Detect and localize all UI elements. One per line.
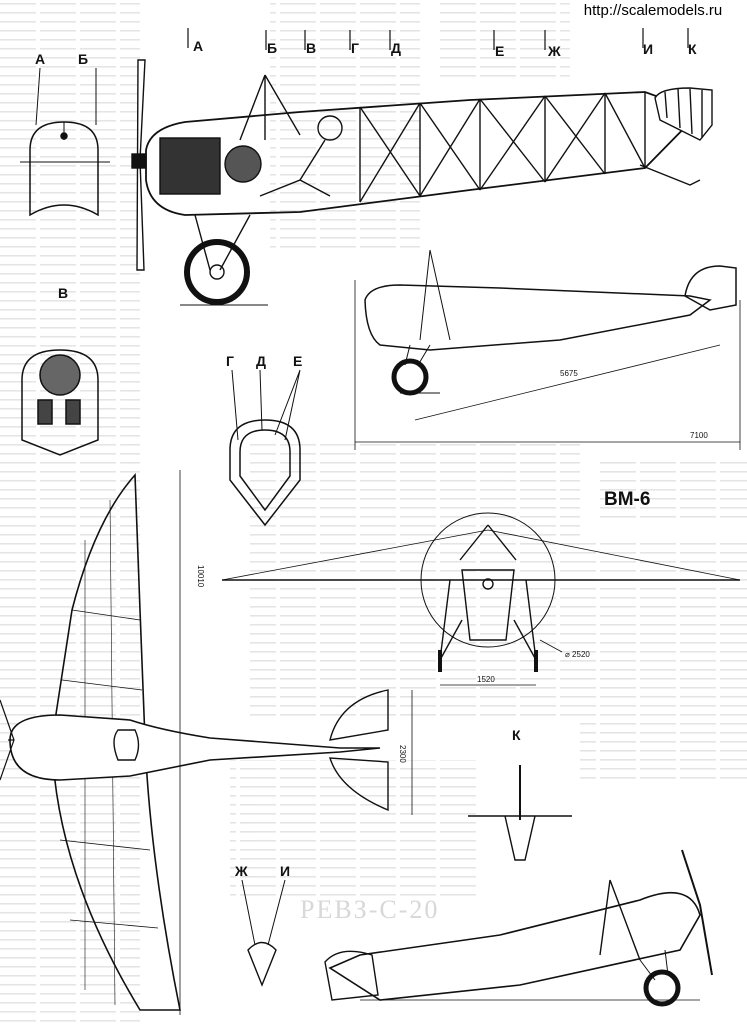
label-b-small: Б bbox=[78, 51, 88, 67]
label-section-k: К bbox=[688, 41, 697, 57]
dim-overall-length: 7100 bbox=[690, 431, 708, 440]
side-view-cutaway bbox=[131, 59, 713, 306]
label-d-small: Д bbox=[256, 353, 266, 369]
label-section-d: Д bbox=[391, 40, 401, 56]
dim-tail-span: 2300 bbox=[398, 745, 407, 763]
aircraft-title: BM-6 bbox=[604, 489, 650, 510]
label-g-small: Г bbox=[226, 353, 234, 369]
cross-section-zh-i bbox=[241, 879, 286, 987]
label-section-v: В bbox=[306, 40, 316, 56]
front-view bbox=[221, 512, 741, 686]
cross-section-g-d-e bbox=[229, 369, 301, 527]
faded-heading: РЕВЗ-С-20 bbox=[300, 895, 439, 924]
label-section-g: Г bbox=[351, 40, 359, 56]
plan-view bbox=[0, 470, 413, 1015]
label-i-small: И bbox=[280, 863, 290, 879]
label-section-i: И bbox=[643, 41, 653, 57]
label-e-small: Е bbox=[293, 353, 302, 369]
side-view-outline bbox=[354, 249, 741, 450]
label-a-small: А bbox=[35, 51, 45, 67]
label-section-a: А bbox=[193, 38, 203, 54]
dim-track: 1520 bbox=[477, 675, 495, 684]
cross-section-k bbox=[468, 765, 572, 861]
label-v-small: В bbox=[58, 285, 68, 301]
cross-section-v bbox=[21, 349, 99, 456]
label-section-e: Е bbox=[495, 43, 504, 59]
perspective-view bbox=[324, 849, 713, 1007]
dim-fuselage-length: 5675 bbox=[560, 369, 578, 378]
watermark[interactable]: http://scalemodels.ru bbox=[559, 0, 747, 22]
label-section-zh: Ж bbox=[547, 43, 561, 59]
section-markers-top bbox=[187, 28, 689, 50]
label-zh-small: Ж bbox=[234, 863, 248, 879]
dim-prop-diameter: ⌀ 2520 bbox=[565, 650, 590, 659]
dim-wingspan: 10010 bbox=[196, 565, 205, 588]
cross-section-a-b bbox=[20, 67, 110, 217]
label-section-b: Б bbox=[267, 40, 277, 56]
label-k-small: К bbox=[512, 727, 521, 743]
